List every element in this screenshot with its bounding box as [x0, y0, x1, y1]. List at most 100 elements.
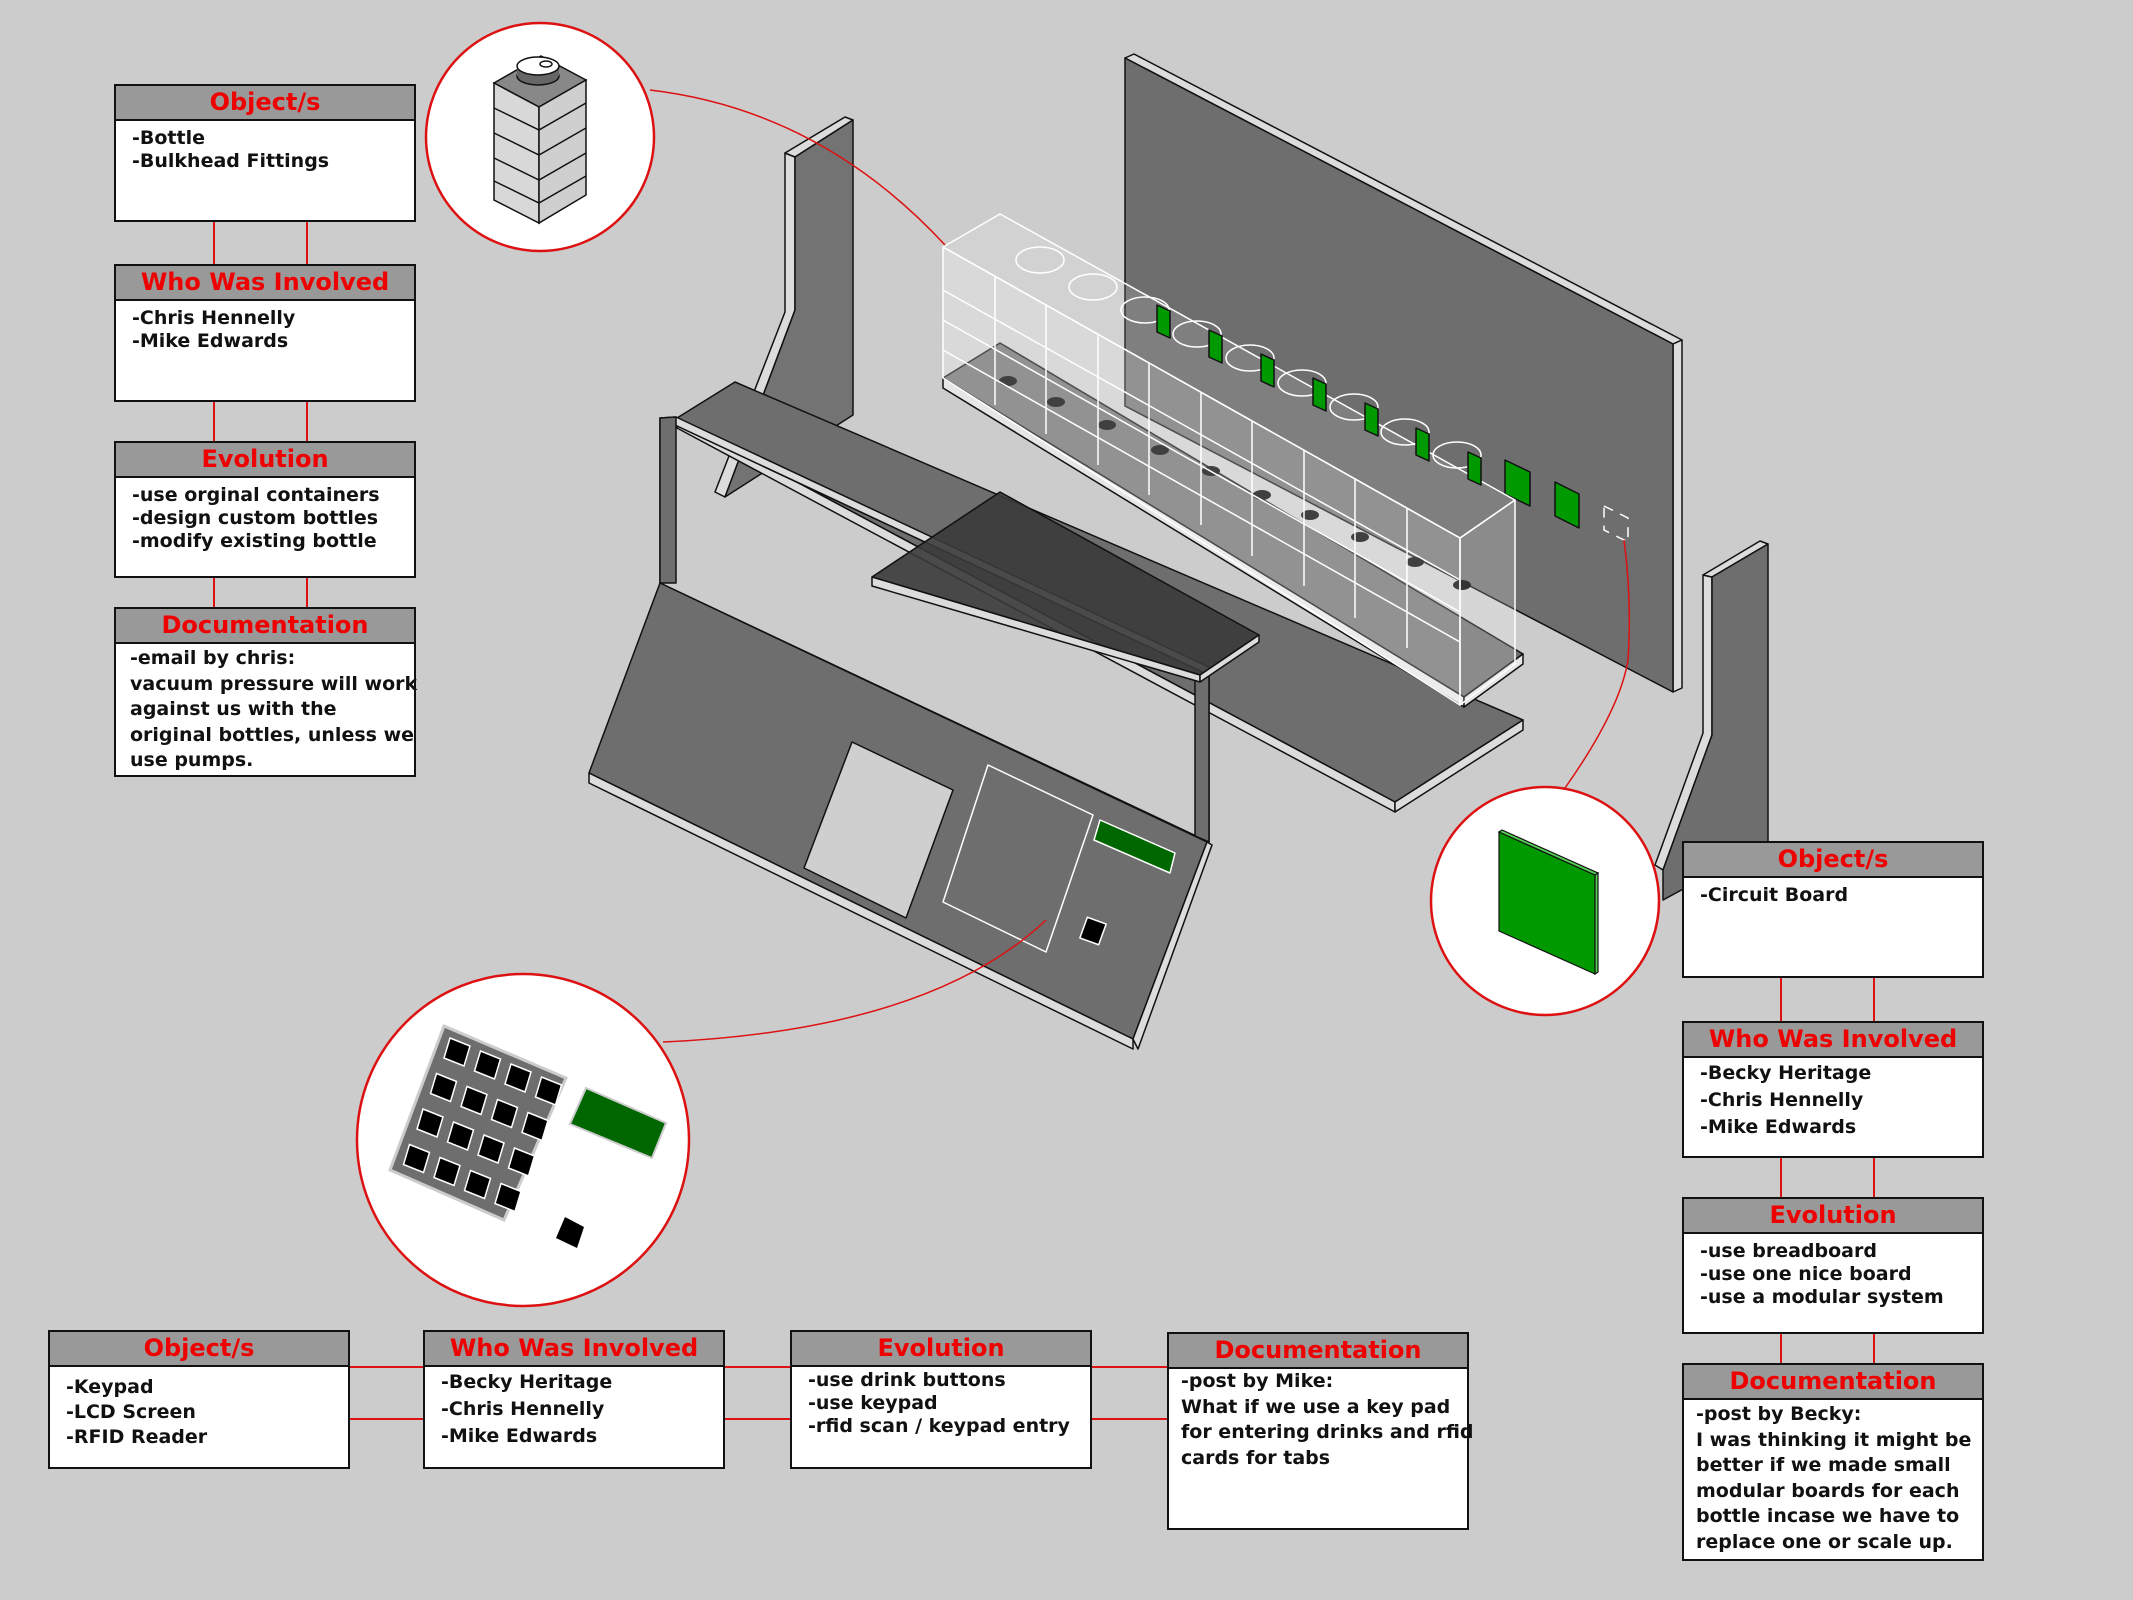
lcd-screen-icon: [568, 1086, 668, 1160]
list-item: -use a modular system: [1700, 1286, 1944, 1308]
back-panel: [1124, 53, 1683, 693]
keypad-key: [460, 1085, 488, 1116]
callout-leaders: [649, 89, 1631, 1043]
keypad-key: [416, 1107, 444, 1139]
list-item: -LCD Screen: [66, 1401, 196, 1423]
doc-line: original bottles, unless we: [130, 723, 415, 746]
keypad-key: [504, 1062, 532, 1094]
doc-line: better if we made small: [1696, 1454, 1951, 1476]
list-item: -Mike Edwards: [441, 1425, 598, 1447]
leader-circuit: [1564, 539, 1631, 789]
console-button: [1079, 916, 1107, 946]
bottle-objects-card: Object/s -Bottle -Bulkhead Fittings: [114, 84, 416, 222]
card-title: Evolution: [1684, 1199, 1982, 1234]
rfid-button-icon: [556, 1217, 584, 1248]
keypad-key: [490, 1098, 519, 1129]
keypad-people-card: Who Was Involved -Becky Heritage -Chris …: [423, 1330, 725, 1469]
card-items: -Becky Heritage -Chris Hennelly -Mike Ed…: [425, 1367, 723, 1450]
card-title: Evolution: [116, 443, 414, 478]
doc-line: bottle incase we have to: [1696, 1505, 1960, 1527]
connector: [724, 1418, 790, 1420]
card-items: -Becky Heritage -Chris Hennelly -Mike Ed…: [1684, 1058, 1982, 1141]
card-title: Object/s: [116, 86, 414, 121]
card-items: -Circuit Board: [1684, 878, 1982, 907]
card-items: -Bottle -Bulkhead Fittings: [116, 121, 414, 173]
doc-line: cards for tabs: [1181, 1446, 1331, 1469]
card-title: Documentation: [116, 609, 414, 644]
list-item: -rfid scan / keypad entry: [808, 1415, 1070, 1437]
list-item: -use breadboard: [1700, 1240, 1877, 1262]
right-stand: [1654, 540, 1769, 901]
list-item: -Keypad: [66, 1376, 154, 1398]
card-items: -post by Mike: What if we use a key pad …: [1169, 1369, 1474, 1471]
list-item: -Chris Hennelly: [1700, 1089, 1864, 1111]
card-title: Documentation: [1169, 1334, 1467, 1369]
list-item: -RFID Reader: [66, 1426, 208, 1448]
connector: [213, 402, 215, 441]
connector: [1092, 1366, 1167, 1368]
leader-keypad: [662, 919, 1047, 1043]
connector: [724, 1366, 790, 1368]
doc-line: What if we use a key pad: [1181, 1395, 1451, 1418]
circuit-board-slot: [1554, 481, 1580, 529]
circuit-board-icon: [1497, 829, 1600, 976]
keypad-panel: [942, 764, 1094, 953]
circuit-objects-card: Object/s -Circuit Board: [1682, 841, 1984, 978]
card-items: -Chris Hennelly -Mike Edwards: [116, 301, 414, 353]
connector: [306, 222, 308, 264]
circuit-evolution-card: Evolution -use breadboard -use one nice …: [1682, 1197, 1984, 1334]
doc-author: -email by chris:: [130, 647, 296, 669]
circuit-documentation-card: Documentation -post by Becky: I was thin…: [1682, 1363, 1984, 1561]
card-title: Who Was Involved: [425, 1332, 723, 1367]
keypad-key: [443, 1036, 471, 1068]
keypad-key: [402, 1143, 431, 1174]
list-item: -Chris Hennelly: [441, 1398, 605, 1420]
doc-line: vacuum pressure will work: [130, 672, 418, 695]
list-item: -use one nice board: [1700, 1263, 1912, 1285]
bottle-people-card: Who Was Involved -Chris Hennelly -Mike E…: [114, 264, 416, 402]
doc-author: -post by Mike:: [1181, 1370, 1334, 1392]
doc-line: replace one or scale up.: [1696, 1530, 1953, 1553]
card-items: -email by chris: vacuum pressure will wo…: [116, 644, 418, 774]
keypad-objects-card: Object/s -Keypad -LCD Screen -RFID Reade…: [48, 1330, 350, 1469]
doc-line: use pumps.: [130, 749, 254, 771]
keypad-key: [507, 1146, 536, 1178]
connector: [1873, 978, 1875, 1021]
list-item: -Circuit Board: [1700, 884, 1849, 906]
console-base: [588, 582, 1213, 1050]
keypad-icon: [388, 1024, 568, 1222]
card-items: -use orginal containers -design custom b…: [116, 478, 414, 553]
bottle-icon: [492, 55, 588, 225]
connector: [1780, 1158, 1782, 1197]
circuit-people-card: Who Was Involved -Becky Heritage -Chris …: [1682, 1021, 1984, 1158]
keypad-key: [429, 1072, 458, 1103]
callout-circuit: [1429, 785, 1661, 1017]
list-item: -Mike Edwards: [1700, 1116, 1857, 1138]
circuit-board-slot: [1504, 459, 1531, 507]
bottle-documentation-card: Documentation -email by chris: vacuum pr…: [114, 607, 418, 777]
list-item: -Chris Hennelly: [132, 307, 296, 329]
doc-line: for entering drinks and rfid: [1181, 1421, 1474, 1443]
keypad-key: [446, 1120, 475, 1152]
list-item: -Mike Edwards: [132, 330, 289, 352]
card-title: Who Was Involved: [1684, 1023, 1982, 1058]
lcd-screen: [1093, 819, 1176, 874]
keypad-key: [463, 1169, 492, 1200]
keypad-key: [477, 1133, 505, 1165]
bottle-circuit-boards: [1156, 304, 1482, 486]
connector: [1873, 1334, 1875, 1363]
keypad-key: [433, 1156, 461, 1187]
connector: [306, 578, 308, 607]
leader-bottle: [649, 89, 946, 246]
list-item: -modify existing bottle: [132, 530, 377, 552]
keypad-key: [521, 1111, 549, 1142]
list-item: -use orginal containers: [132, 484, 380, 506]
callout-keypad: [355, 972, 691, 1308]
connector: [1780, 1334, 1782, 1363]
connector: [213, 222, 215, 264]
callout-bottle: [424, 21, 656, 253]
card-items: -post by Becky: I was thinking it might …: [1684, 1400, 1982, 1555]
connector: [306, 402, 308, 441]
card-items: -use breadboard -use one nice board -use…: [1684, 1234, 1982, 1309]
